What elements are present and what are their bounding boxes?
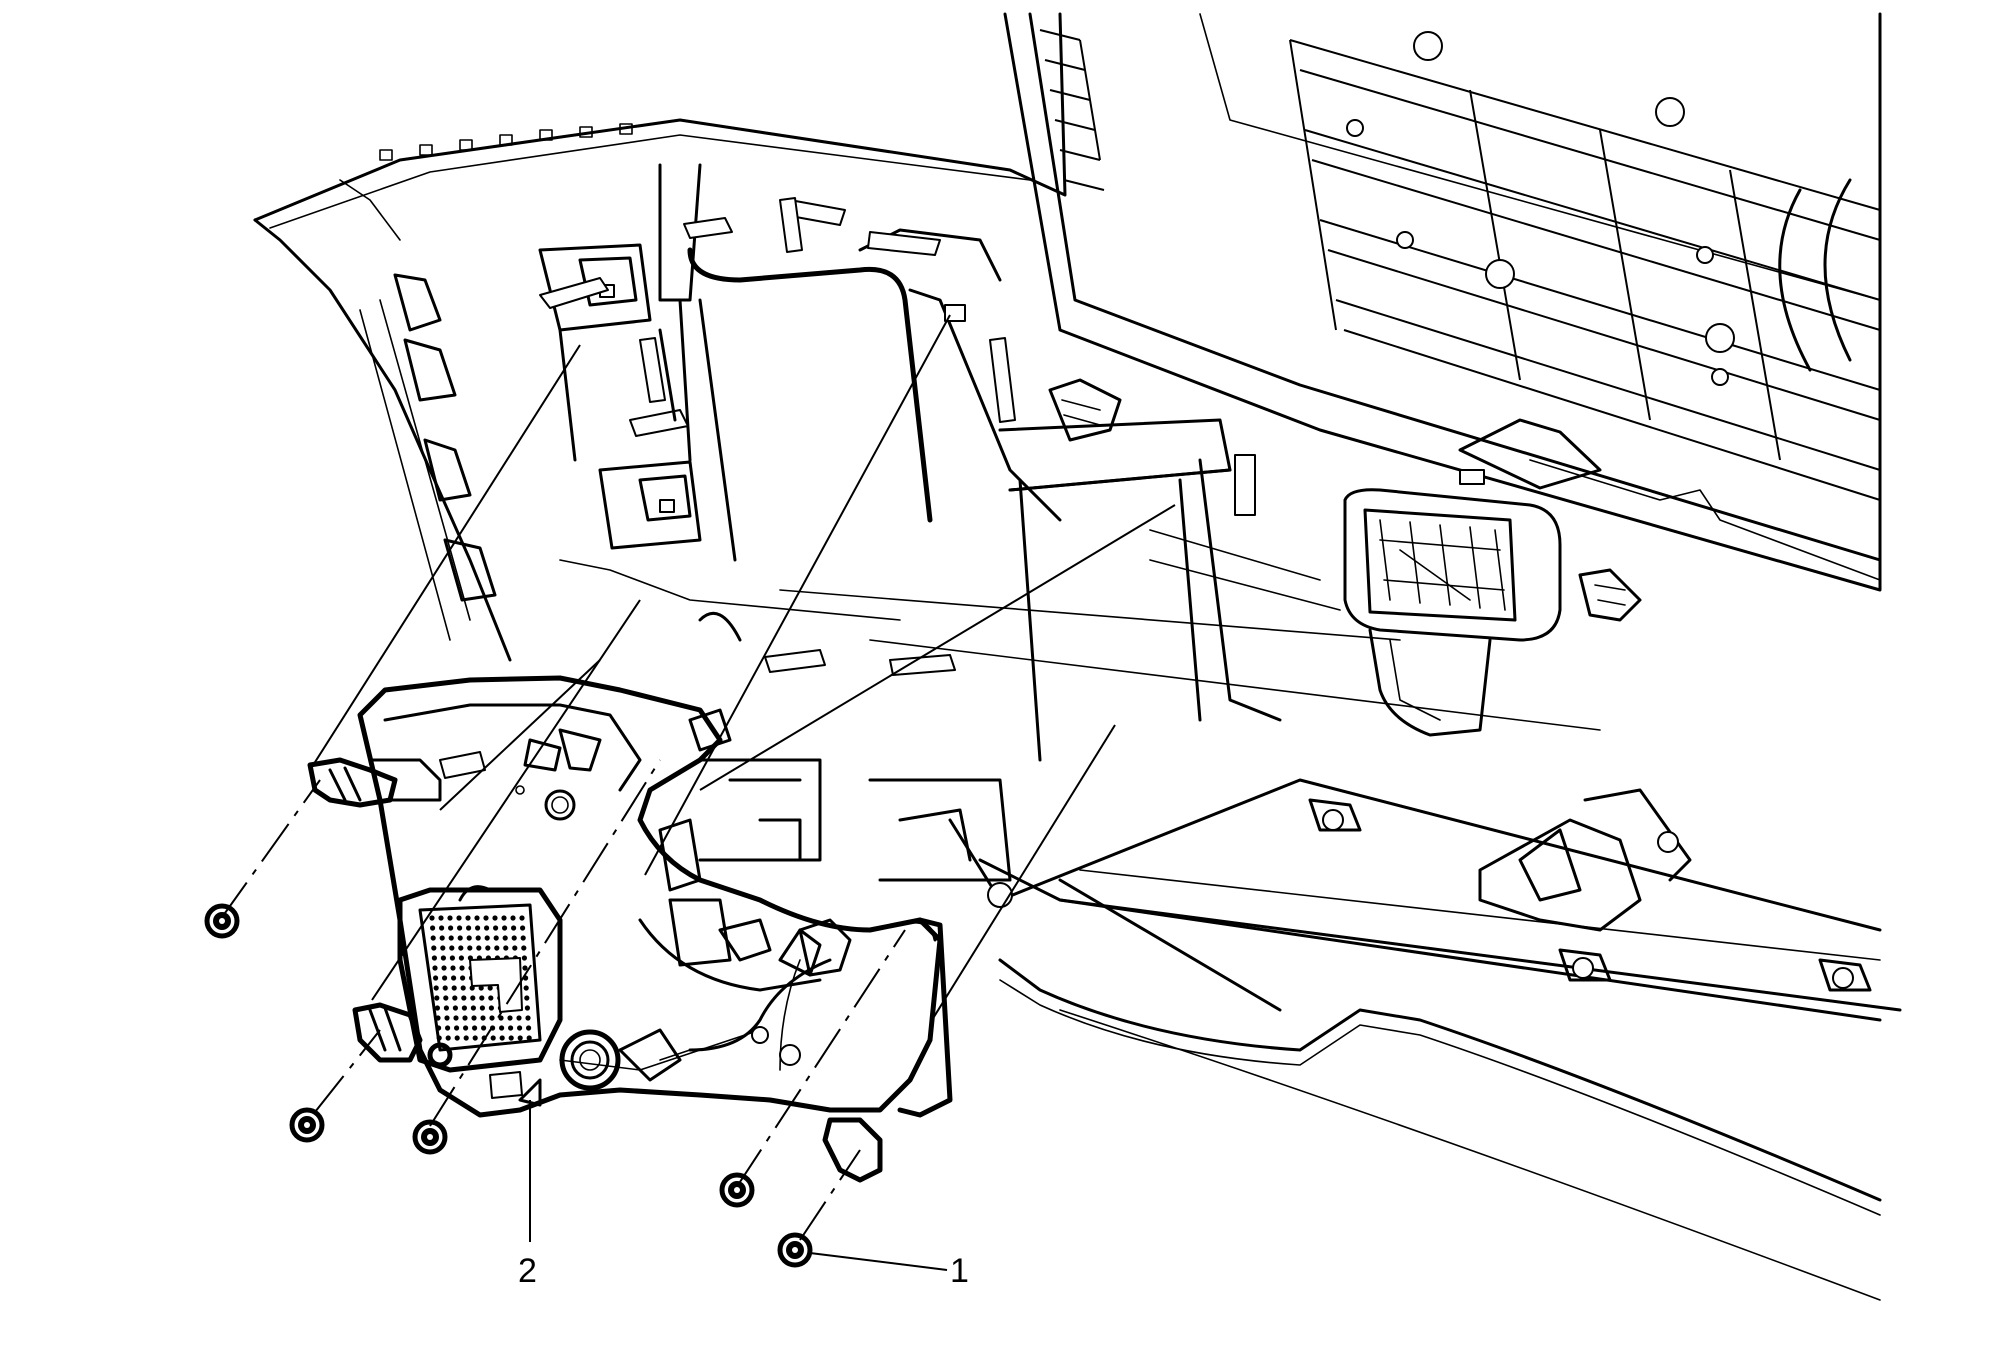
fog-lamp-mounting-tabs <box>307 708 953 1183</box>
callout-2: 2 <box>518 1100 537 1290</box>
fog-lamp-bolts <box>204 903 813 1268</box>
assembly-guide-lines <box>219 314 1176 1241</box>
fog-lamp-connector-grid <box>397 885 563 1073</box>
callout-1: 1 <box>809 1252 969 1290</box>
front-grille <box>1003 12 1882 592</box>
callout-label-1: 1 <box>950 1252 969 1290</box>
bolt <box>412 1119 448 1155</box>
bolt <box>777 1232 813 1268</box>
bolt <box>719 1172 755 1208</box>
bolt <box>204 903 240 939</box>
fog-lamp-housing <box>307 675 953 1183</box>
bolt <box>289 1107 325 1143</box>
callout-label-2: 2 <box>518 1252 537 1290</box>
front-bumper-fascia <box>253 12 1902 1301</box>
